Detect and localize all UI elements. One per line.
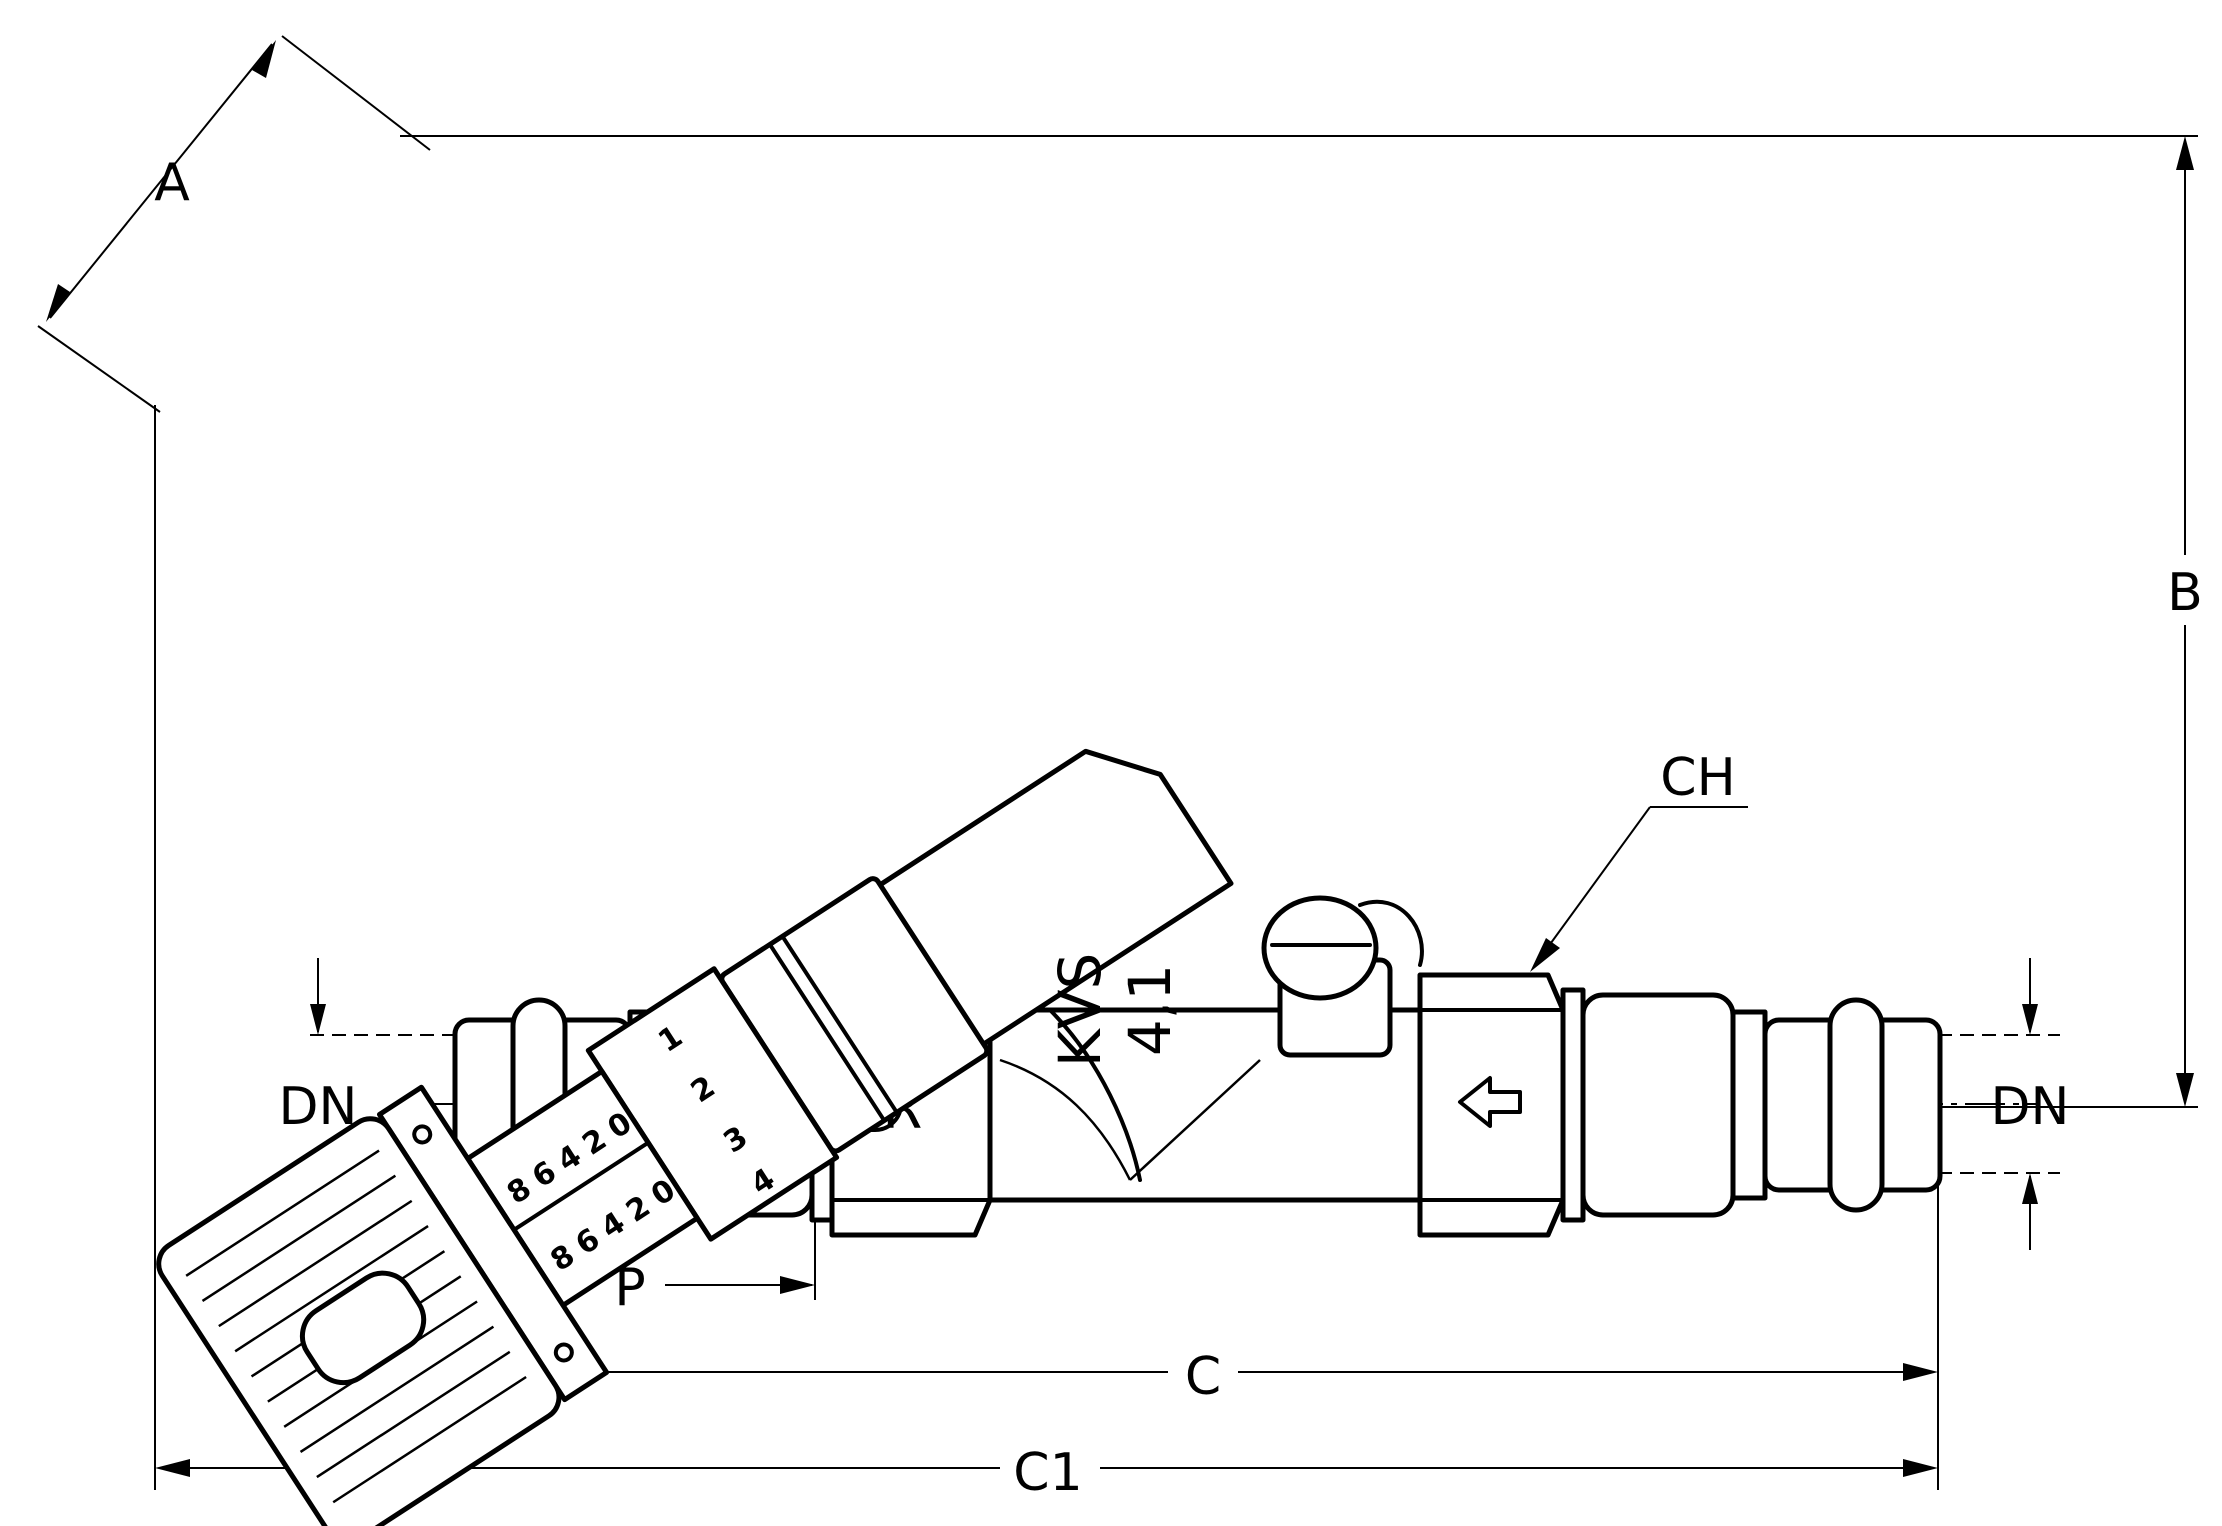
dim-label-b: B [2167, 563, 2203, 623]
dim-label-dn-left: DN [279, 1077, 358, 1137]
dim-label-ch: CH [1660, 748, 1735, 808]
valve-body [987, 895, 1424, 1203]
right-hex-nut [1417, 972, 1566, 1238]
dimension-c1: C1 [154, 405, 1939, 1503]
drain-plug [1261, 895, 1424, 1058]
dim-label-a: A [154, 153, 190, 213]
right-press-connection [1560, 987, 1943, 1223]
kvs-marking: KVS 4,1 [1046, 953, 1184, 1068]
body-value: 4,1 [1116, 964, 1184, 1056]
bonnet-assembly: KVS 4,1 1 2 3 4 8 6 4 2 0 8 6 4 2 0 [150, 748, 1234, 1526]
dim-label-c: C [1185, 1347, 1221, 1407]
dim-label-dn-right: DN [1991, 1077, 2070, 1137]
dimension-a: A [37, 35, 431, 413]
handwheel-grip-window [299, 1270, 427, 1386]
flow-direction-arrow-icon [1458, 1076, 1522, 1128]
dimension-ch: CH [1530, 748, 1748, 972]
dim-label-c1: C1 [1013, 1443, 1082, 1503]
handwheel[interactable] [150, 1110, 567, 1526]
body-model: KVS [1046, 953, 1114, 1068]
